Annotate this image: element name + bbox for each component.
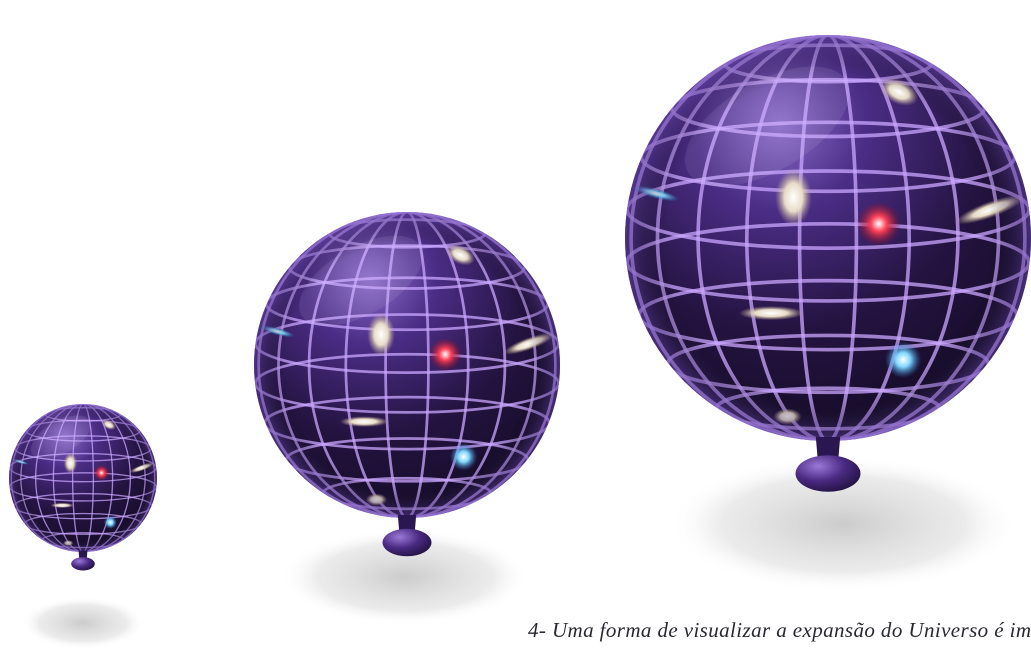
small-balloon (9, 404, 157, 571)
large-balloon (625, 35, 1031, 492)
small-balloon-shadow (21, 597, 145, 649)
caption-text: 4- Uma forma de visualizar a expansão do… (528, 618, 1031, 643)
medium-balloon (254, 212, 560, 556)
